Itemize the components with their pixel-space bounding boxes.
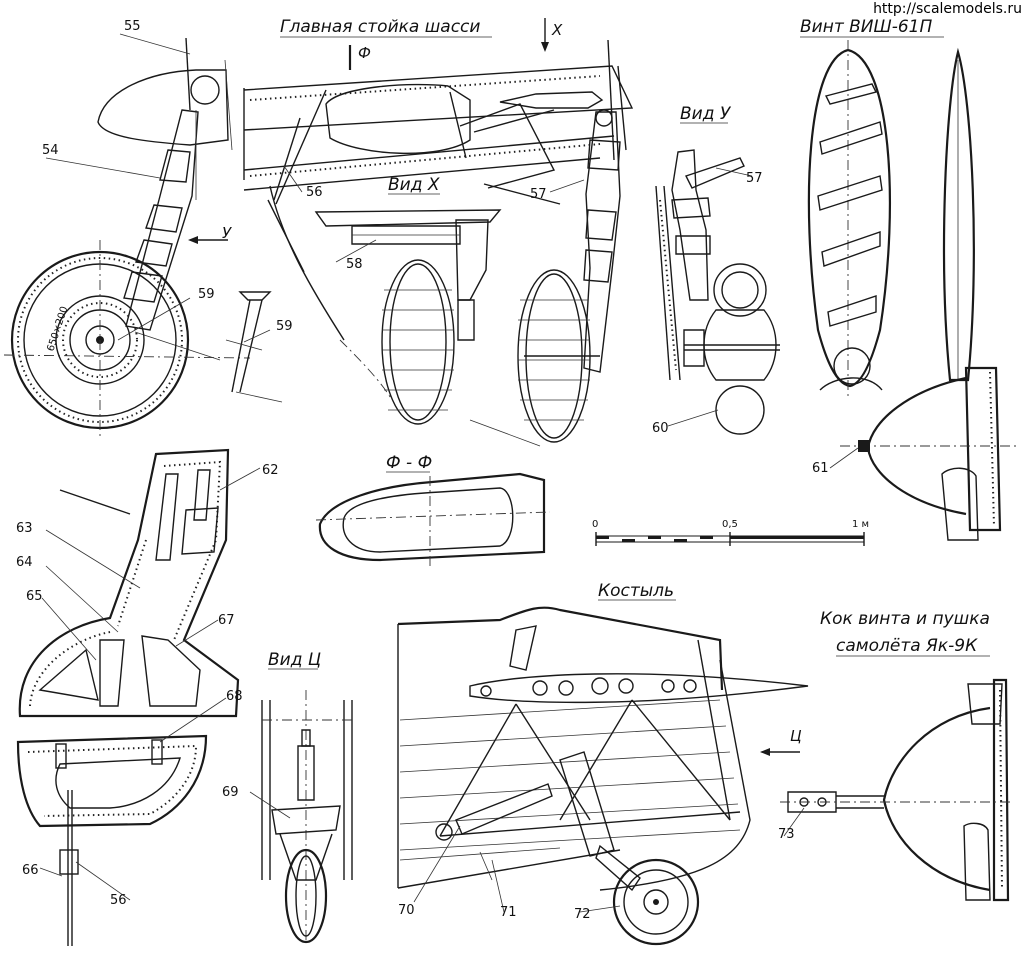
x-view-letter: Х	[551, 21, 563, 39]
leader-lines	[39, 33, 859, 913]
main-gear-wing-view	[243, 39, 634, 447]
u-view-arrow	[188, 236, 228, 244]
tire-tread-left	[382, 289, 454, 411]
callout-58: 58	[346, 257, 363, 272]
scale-tick-0-label: 0	[592, 519, 598, 530]
callout-62: 62	[262, 463, 279, 478]
callout-59-detail: 59	[276, 319, 293, 334]
main-gear-title: Главная стойка шасси	[280, 17, 480, 37]
propeller-title: Винт ВИШ-61П	[800, 17, 932, 37]
view-ts-title: Вид Ц	[268, 650, 321, 670]
callout-57-main: 57	[530, 187, 547, 202]
view-x-title: Вид Х	[388, 175, 440, 195]
callout-labels: 55 54 59 59 56 58 57 57 60 61 62 63 64 6…	[16, 19, 829, 922]
tailwheel-title: Костыль	[598, 581, 674, 601]
gear-door-drawing	[16, 448, 240, 946]
callout-59-wheel: 59	[198, 287, 215, 302]
callout-69: 69	[222, 785, 239, 800]
callout-72: 72	[574, 907, 591, 922]
view-u-drawing	[655, 149, 780, 435]
callout-65: 65	[26, 589, 43, 604]
x-view-arrow	[541, 18, 549, 52]
callout-60: 60	[652, 421, 669, 436]
callout-57-view-u: 57	[746, 171, 763, 186]
callout-56-door: 56	[110, 893, 127, 908]
watermark-url: http://scalemodels.ru	[822, 0, 1022, 19]
callout-55: 55	[124, 19, 141, 34]
view-u-title: Вид У	[680, 104, 732, 124]
callout-71: 71	[500, 905, 517, 920]
tire-size-label: 650×200	[46, 305, 71, 353]
callout-67: 67	[218, 613, 235, 628]
ts-view-letter: Ц	[790, 727, 802, 745]
spinner-title-line2: самолёта Як-9К	[836, 636, 978, 656]
section-ff-title: Ф - Ф	[386, 453, 432, 473]
tire-tread-right	[518, 299, 590, 421]
callout-61: 61	[812, 461, 829, 476]
callout-56-strut: 56	[306, 185, 323, 200]
propeller-drawing	[807, 40, 1020, 541]
callout-66: 66	[22, 863, 39, 878]
main-gear-side-view: 650×200	[3, 37, 283, 440]
spinner-title-line1: Кок винта и пушка	[820, 609, 990, 629]
u-view-letter: У	[222, 224, 232, 242]
callout-70: 70	[398, 903, 415, 918]
scale-bar: 0 0,5 1 м	[592, 519, 869, 546]
callout-63: 63	[16, 521, 33, 536]
tailwheel-drawing	[397, 606, 809, 946]
f-section-letter: Ф	[358, 44, 371, 62]
view-ts-drawing	[261, 690, 353, 944]
callout-54: 54	[42, 143, 59, 158]
callout-73: 73	[778, 827, 795, 842]
ts-view-arrow	[760, 748, 800, 756]
scale-tick-end-label: 1 м	[852, 519, 869, 530]
spinner-cannon-drawing	[780, 678, 1010, 902]
section-ff-drawing	[315, 472, 551, 566]
scale-tick-mid-label: 0,5	[722, 519, 738, 530]
fuselage-stringers	[399, 699, 741, 851]
callout-64: 64	[16, 555, 33, 570]
callout-68: 68	[226, 689, 243, 704]
